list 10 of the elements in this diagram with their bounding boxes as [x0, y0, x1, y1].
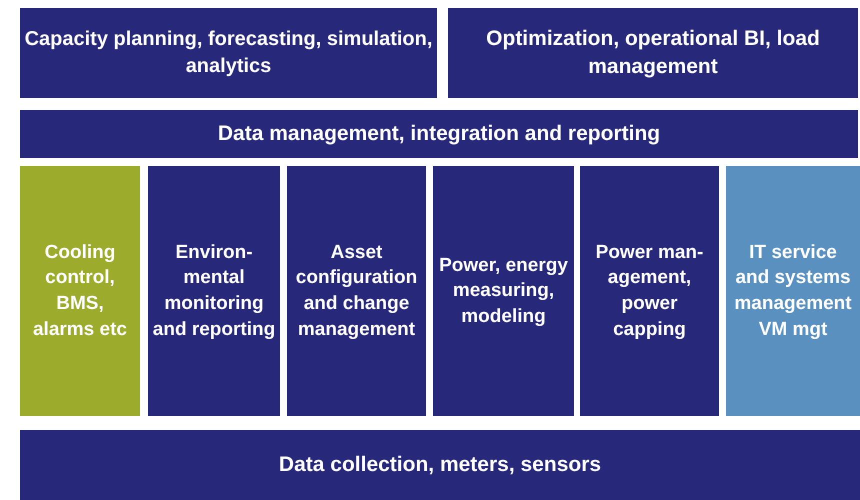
- column-box: Power, energy measuring, modeling: [433, 166, 574, 416]
- layer-box: Data collection, meters, sensors: [20, 430, 860, 500]
- column-box: Asset configuration and change management: [287, 166, 426, 416]
- layer-box: Data management, integration and reporting: [20, 110, 858, 158]
- column-box: Cooling control, BMS, alarms etc: [20, 166, 140, 416]
- column-box: Environ- mental monitoring and reporting: [148, 166, 280, 416]
- column-box: IT service and systems management VM mgt: [726, 166, 860, 416]
- layer-box: Optimization, operational BI, load management: [448, 8, 858, 98]
- layer-box: Capacity planning, forecasting, simulation, analytics: [20, 8, 437, 98]
- column-box: Power man- agement, power capping: [580, 166, 719, 416]
